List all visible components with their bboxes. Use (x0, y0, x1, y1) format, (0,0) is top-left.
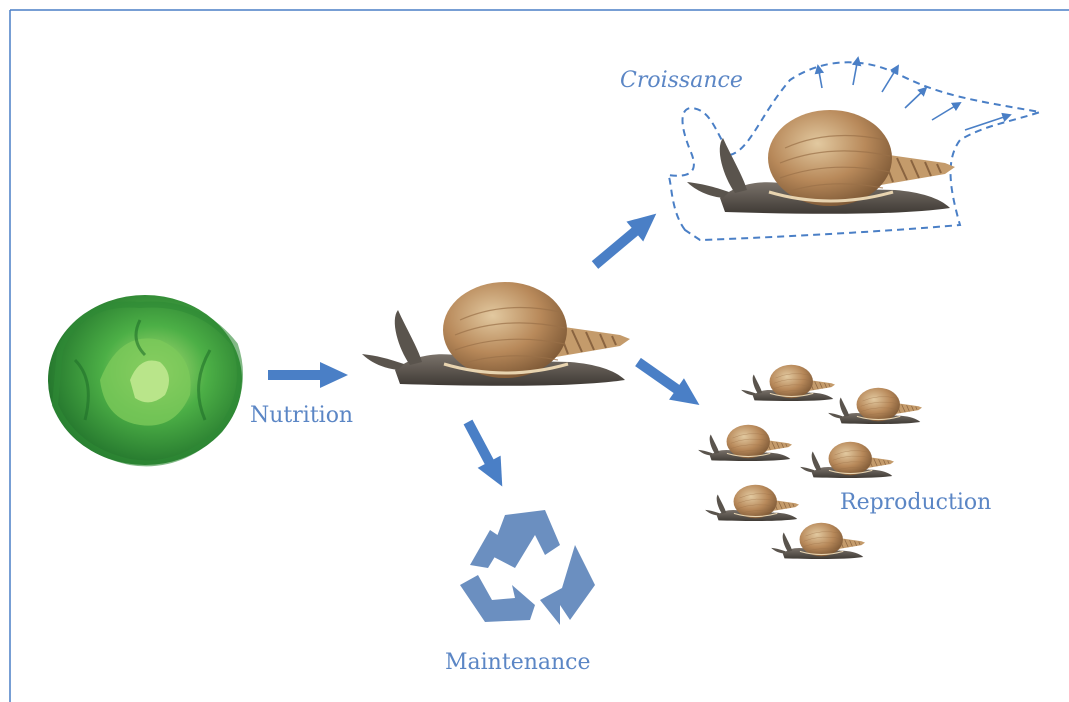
arrow-reproduction (631, 351, 707, 415)
snail-image-small-5 (705, 485, 799, 521)
snail-image-central (362, 282, 630, 386)
label-maintenance: Maintenance (445, 650, 591, 675)
arrow-croissance (587, 204, 665, 275)
snail-image-small-1 (741, 365, 835, 401)
lettuce-image (48, 295, 242, 465)
label-reproduction: Reproduction (840, 490, 991, 515)
snail-image-small-6 (771, 523, 865, 559)
label-nutrition: Nutrition (250, 403, 353, 428)
snail-image-small-3 (698, 425, 792, 461)
arrow-maintenance (457, 416, 514, 493)
recycle-icon (460, 510, 595, 625)
snail-image-small-2 (828, 388, 922, 424)
snail-image-small-4 (800, 442, 894, 478)
arrow-nutrition (268, 362, 348, 388)
snail-image-growth (687, 110, 955, 214)
label-croissance: Croissance (620, 68, 743, 93)
